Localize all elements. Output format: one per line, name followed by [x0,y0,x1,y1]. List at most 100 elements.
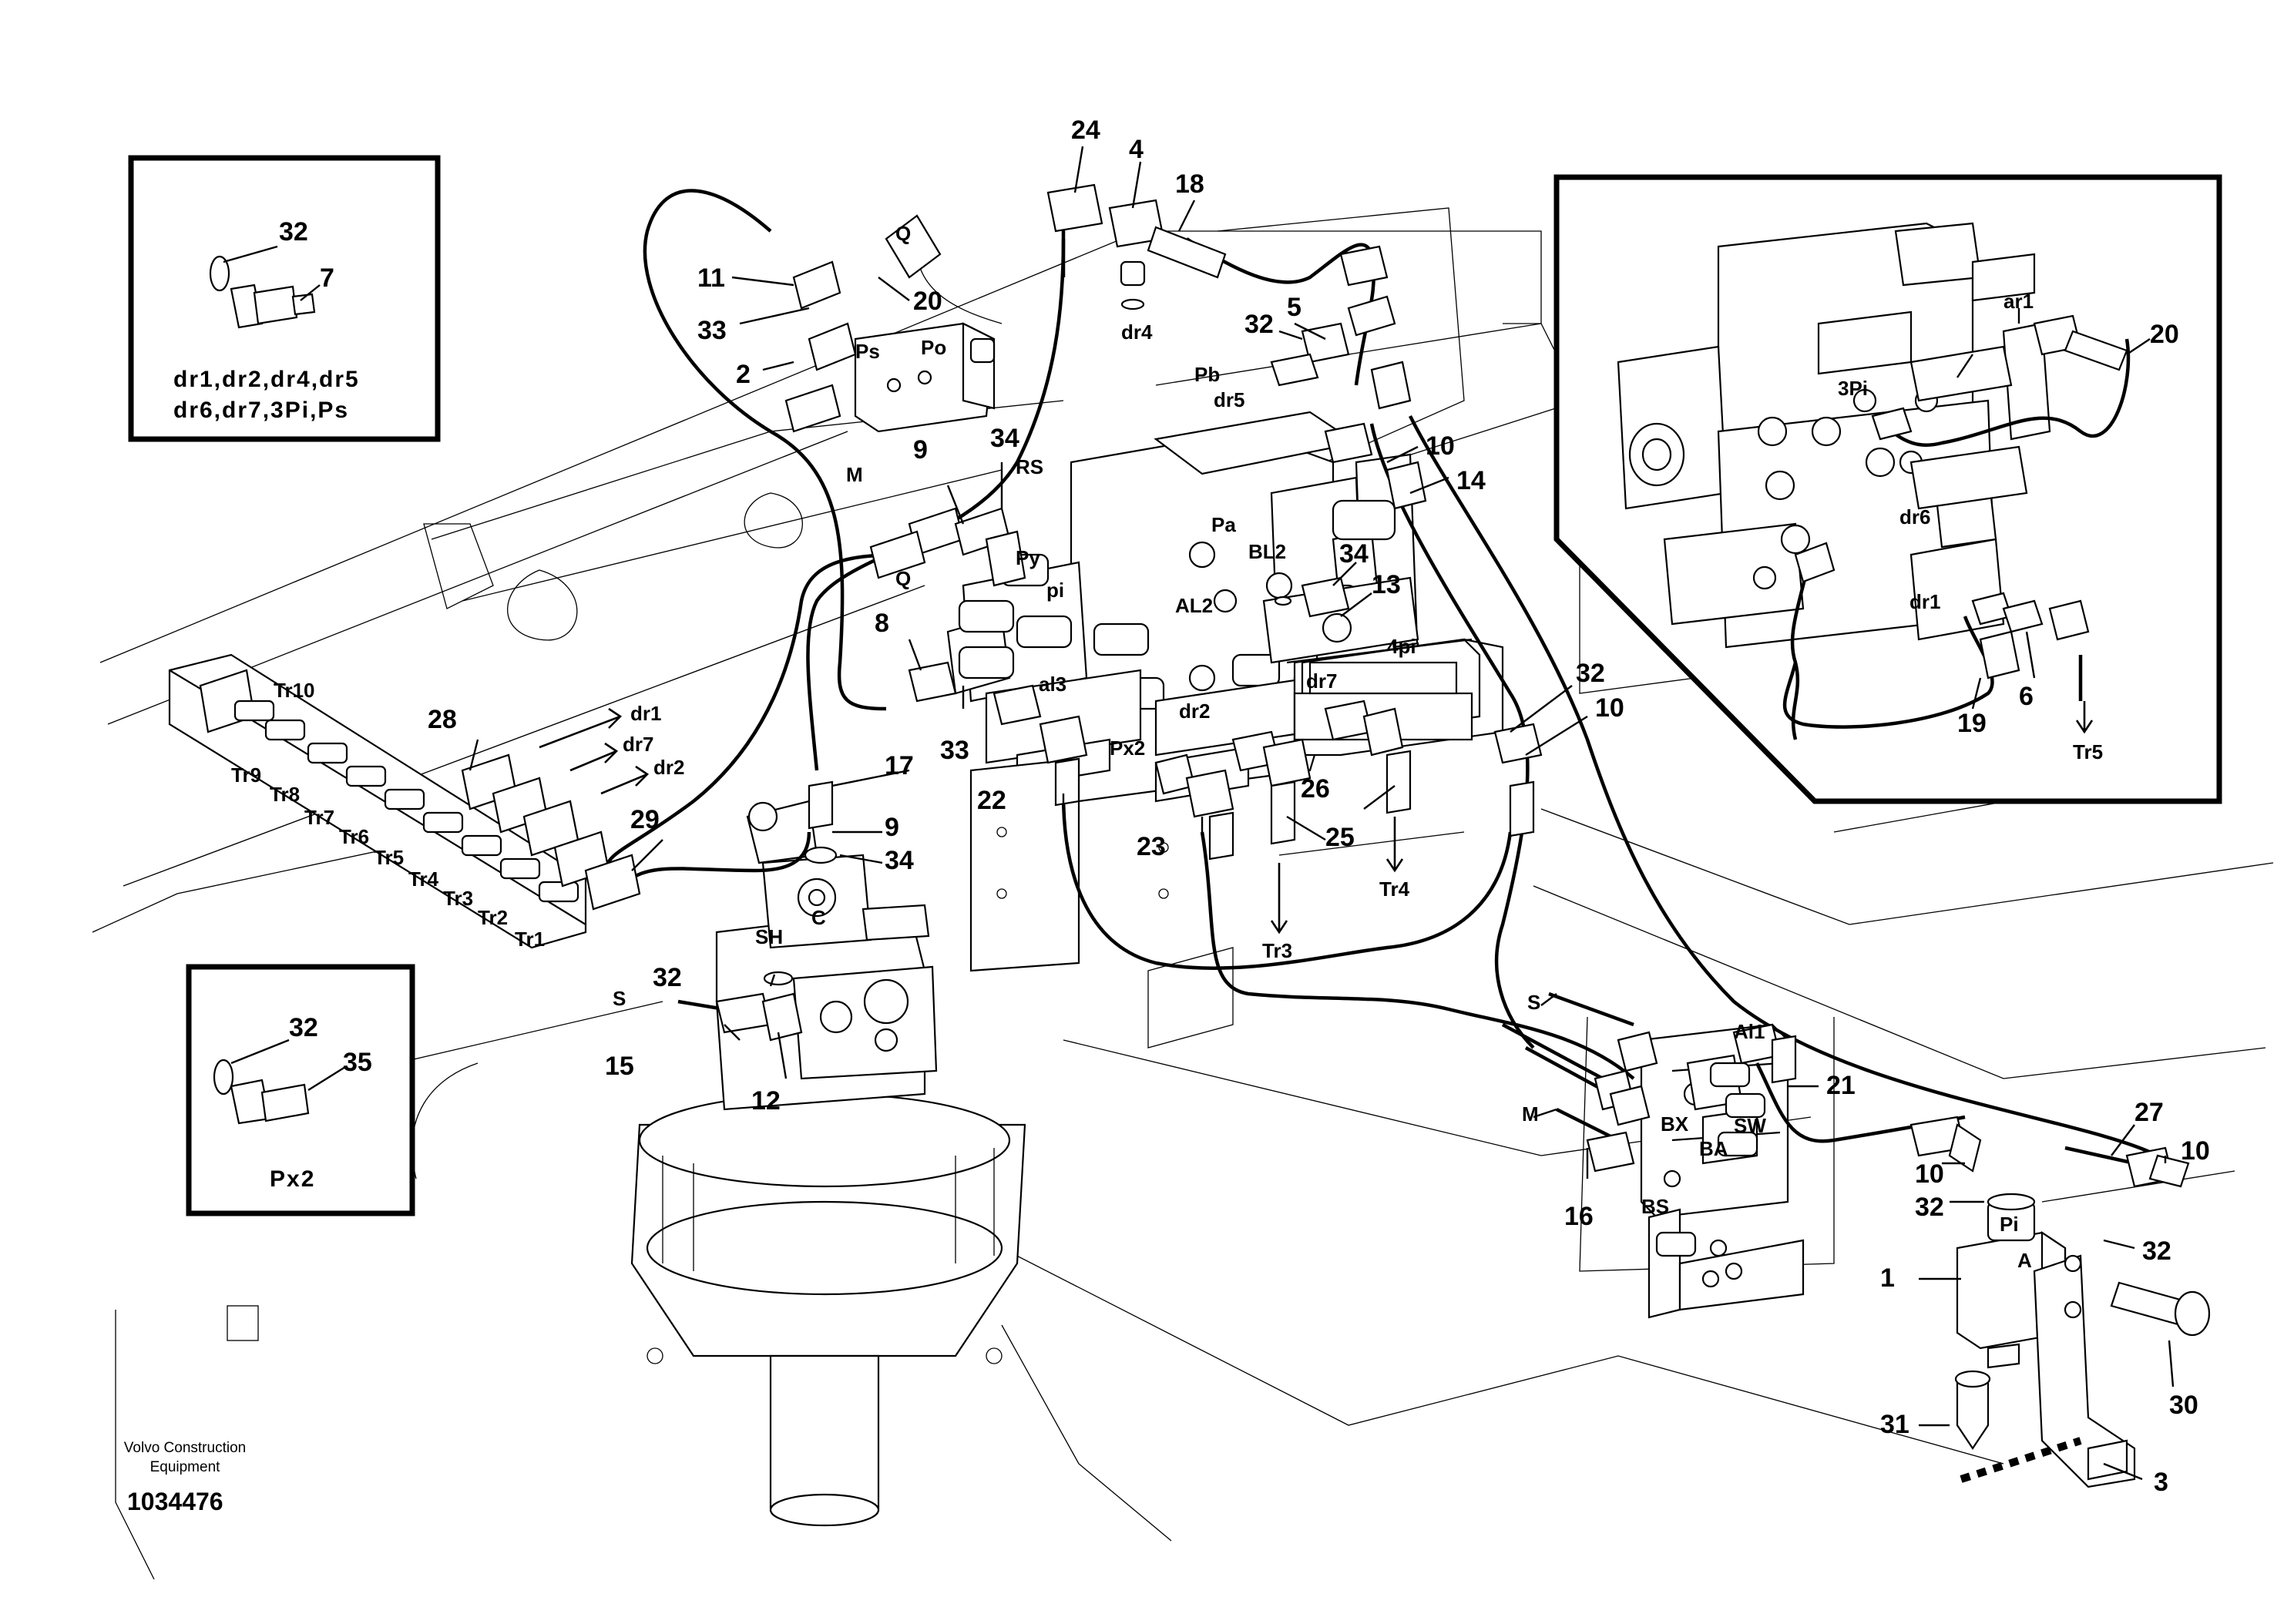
callout-23: 23 [1137,832,1166,861]
callout-32-shuttle: 32 [1915,1193,1944,1222]
inset-dr-callout-32: 32 [279,217,308,247]
inset-px2-callout-35: 35 [343,1048,372,1077]
port-Q-mid: Q [895,567,911,590]
swing-motor-assembly [630,800,1026,1527]
swing-valve-block [1640,1023,1805,1319]
port-Py: Py [1016,546,1040,569]
port-dr2: dr2 [1179,700,1210,723]
callout-12: 12 [751,1086,781,1116]
port-M-right: M [1522,1102,1539,1126]
manifold-port-tr9: Tr9 [231,763,261,787]
callout-16: 16 [1564,1202,1594,1231]
callout-8: 8 [875,609,889,638]
port-SW: SW [1734,1114,1766,1137]
footer: Volvo Construction Equipment 1034476 [124,1440,246,1515]
callout-21: 21 [1826,1071,1856,1100]
inset-port-3Pi: 3Pi [1838,377,1868,400]
port-Po: Po [921,336,946,359]
manifold-port-tr8: Tr8 [270,783,300,806]
port-dr4: dr4 [1121,320,1153,344]
port-dr5: dr5 [1214,388,1244,411]
inset-valve-callout-19: 19 [1957,709,1987,738]
manifold-port-tr10: Tr10 [274,679,315,702]
port-SH: SH [755,925,783,948]
callout-17: 17 [885,751,914,780]
port-manifold [168,653,587,949]
port-Q-top: Q [895,222,911,245]
callout-10-top: 10 [1426,431,1455,461]
inset-dr-caption-line1: dr1,dr2,dr4,dr5 [173,367,360,392]
callout-4: 4 [1129,135,1144,164]
callout-33-mid: 33 [940,736,969,765]
callout-25: 25 [1325,823,1355,852]
footer-brand-line2: Equipment [150,1459,221,1475]
dest-dr7: dr7 [623,733,653,756]
port-BX: BX [1661,1112,1689,1136]
pilot-valve-block [854,322,996,433]
manifold-port-tr6: Tr6 [339,825,369,848]
inset-valve-callout-6: 6 [2019,682,2034,711]
callout-31: 31 [1880,1410,1909,1439]
callout-29: 29 [630,805,660,834]
port-BA: BA [1699,1137,1728,1160]
port-S-right: S [1527,991,1540,1014]
callout-33-top: 33 [697,316,727,345]
port-dr7: dr7 [1306,669,1337,693]
manifold-port-tr1: Tr1 [515,928,545,951]
manifold-port-tr3: Tr3 [443,887,473,910]
dest-dr1: dr1 [630,702,661,725]
manifold-port-tr5: Tr5 [374,846,404,869]
port-AL2: AL2 [1175,594,1213,617]
fittings [461,183,2190,1188]
callout-15: 15 [605,1052,634,1081]
port-Px2: Px2 [1110,737,1145,760]
callout-26: 26 [1301,774,1330,804]
callout-20: 20 [913,287,942,316]
callout-10-shuttle: 10 [1915,1159,1944,1189]
destination-arrows [539,707,1404,934]
callout-11: 11 [697,263,725,293]
callout-34-top: 34 [990,424,1019,453]
callout-9-mid: 9 [885,813,899,842]
leader-lines [304,146,2175,1481]
port-BS: BS [1641,1195,1669,1218]
callout-32-top: 32 [1244,310,1274,339]
manifold-port-tr7: Tr7 [304,806,334,829]
callout-18: 18 [1175,169,1204,199]
inset-drain-fitting: 32 7 dr1,dr2,dr4,dr5 dr6,dr7,3Pi,Ps [128,155,441,442]
callout-27: 27 [2134,1098,2164,1127]
callout-13: 13 [1372,570,1401,599]
callout-10-farright: 10 [2181,1136,2210,1166]
port-labels: Q Ps Po M dr4 Pb dr5 RS Q Py pi Pa BL2 A… [613,222,2032,1272]
callout-32-lowleft: 32 [653,963,682,992]
port-al3: al3 [1039,673,1066,696]
inset-px2-callout-32: 32 [289,1013,318,1042]
port-pi: pi [1046,579,1064,602]
port-A: A [2017,1249,2032,1272]
callout-2: 2 [736,360,751,389]
inset-valve-body [1617,222,2051,649]
inset-dr-callout-7: 7 [320,263,334,293]
shuttle-valve-assembly [1954,1193,2211,1488]
callout-14: 14 [1456,466,1486,495]
port-C: C [811,906,826,929]
manifold-port-labels: Tr10 Tr9 Tr8 Tr7 Tr6 Tr5 Tr4 Tr3 Tr2 Tr1 [231,679,545,951]
dest-tr3: Tr3 [1262,939,1292,962]
dest-dr2: dr2 [653,756,684,779]
inset-arrow-target-tr5: Tr5 [2073,740,2103,763]
inset-port-dr6: dr6 [1899,505,1930,528]
port-BL2: BL2 [1248,540,1286,563]
callout-1: 1 [1880,1263,1895,1293]
callouts: 24 4 18 11 33 20 2 32 5 10 14 9 34 34 13… [428,116,2210,1497]
callout-24: 24 [1071,116,1100,145]
port-Al1: Al1 [1734,1020,1765,1043]
port-Pb: Pb [1194,363,1220,386]
inset-px2-fitting: 32 35 Px2 [186,964,415,1216]
manifold-port-tr2: Tr2 [478,906,508,929]
callout-3: 3 [2154,1468,2168,1497]
inset-port-ar1: ar1 [2003,290,2034,313]
inset-px2-caption: Px2 [270,1166,315,1192]
callout-22: 22 [977,786,1006,815]
